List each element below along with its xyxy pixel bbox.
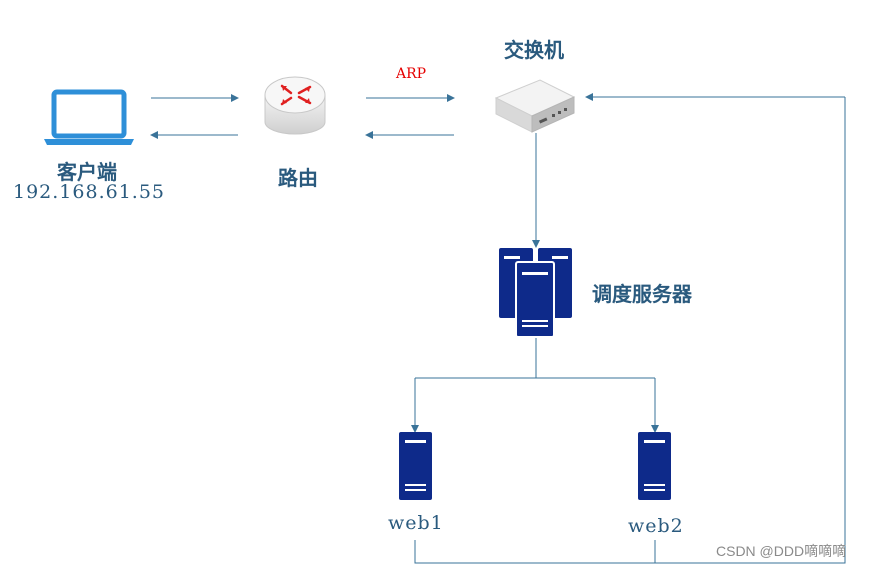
server-cluster-icon	[499, 248, 572, 338]
web2-server-icon	[638, 432, 671, 500]
laptop-icon	[44, 89, 134, 145]
client-label: 客户端	[57, 160, 117, 184]
return-path	[414, 97, 846, 564]
connections	[150, 93, 846, 564]
router-label: 路由	[278, 166, 318, 190]
web2-label: web2	[628, 515, 684, 537]
web1-server-icon	[399, 432, 432, 500]
client-ip-label: 192.168.61.55	[13, 181, 166, 203]
web1-label: web1	[388, 512, 444, 534]
watermark: CSDN @DDD嘀嘀嘀	[716, 543, 847, 559]
switch-label: 交换机	[504, 38, 564, 62]
arp-label: ARP	[396, 66, 427, 82]
switch-icon	[494, 79, 576, 133]
scheduler-label: 调度服务器	[592, 282, 692, 306]
router-icon	[264, 76, 326, 135]
